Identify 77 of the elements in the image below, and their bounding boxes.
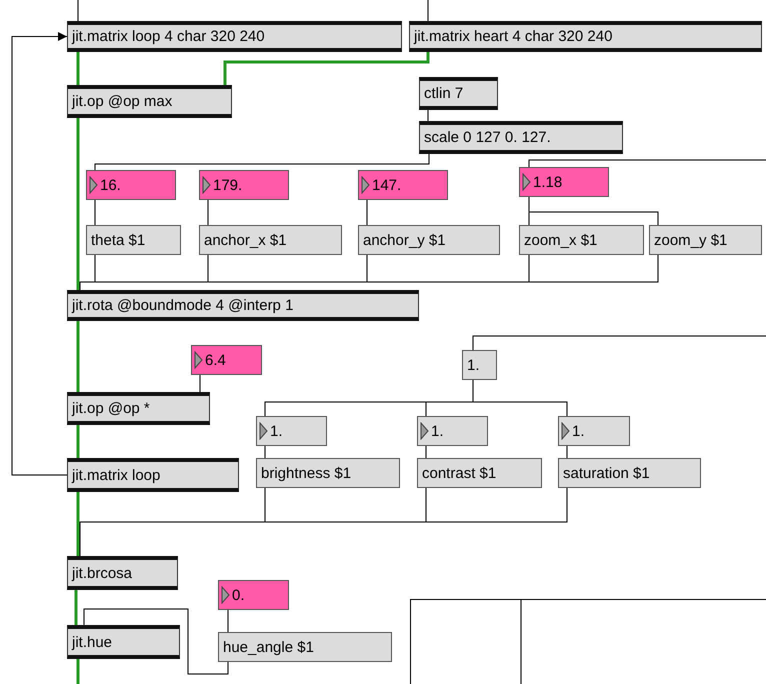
message-text: brightness $1 [261, 464, 352, 482]
object-text: jit.brcosa [72, 564, 132, 582]
message-box [519, 225, 644, 255]
message-text: theta $1 [91, 232, 146, 248]
message-text: anchor_x $1 [204, 232, 287, 248]
message-box [199, 225, 342, 255]
object-box [419, 121, 623, 154]
patch-cord [76, 52, 80, 85]
message-box [417, 458, 542, 488]
message-box [218, 632, 392, 662]
message-box [86, 225, 181, 255]
object-box [67, 458, 239, 492]
object-text: jit.op @op * [72, 400, 150, 417]
message-text: anchor_y $1 [363, 232, 446, 248]
object-text: jit.op @op max [72, 93, 172, 110]
message-box [358, 225, 500, 255]
patch-cord [84, 608, 228, 674]
number-text: 0. [232, 586, 245, 604]
object-box [409, 21, 762, 52]
empty-panel [410, 599, 766, 684]
number-text: 16. [100, 176, 121, 194]
arrow [12, 32, 68, 476]
number-text: 179. [213, 176, 242, 194]
object-text: jit.rota @boundmode 4 @interp 1 [72, 297, 294, 314]
message-text: hue_angle $1 [223, 638, 314, 656]
patch-cord [264, 446, 266, 458]
object-text: jit.matrix heart 4 char 320 240 [414, 28, 612, 45]
patch-cord [366, 200, 368, 226]
number-text: 1.18 [533, 174, 562, 190]
patch-cord [76, 321, 80, 392]
message-text: saturation $1 [563, 464, 650, 482]
patch-cord [472, 336, 766, 350]
number-box [199, 170, 289, 200]
patch-cord [94, 154, 430, 170]
message-text: zoom_x $1 [524, 232, 598, 248]
object-box [67, 625, 180, 659]
number-box [558, 416, 630, 446]
number-text: 6.4 [205, 352, 226, 368]
patch-cord [94, 200, 96, 226]
patch-cord [566, 446, 568, 458]
number-box [519, 167, 609, 197]
message-text: zoom_y $1 [654, 232, 728, 248]
patch-cord [528, 196, 658, 226]
object-text: jit.hue [72, 634, 112, 650]
number-box [218, 580, 289, 610]
number-box [191, 345, 262, 375]
message-box [649, 225, 762, 255]
number-box [417, 416, 488, 446]
object-box [67, 556, 178, 590]
number-text: 1. [270, 422, 283, 440]
number-box [86, 170, 176, 200]
object-box [67, 21, 402, 52]
number-text: 147. [372, 176, 402, 194]
number-text: 1. [572, 422, 585, 440]
object-text: scale 0 127 0. 127. [424, 129, 551, 146]
number-text: 1. [431, 422, 444, 440]
patch-cord [74, 590, 78, 625]
message-text: 1. [467, 356, 480, 374]
message-box [462, 350, 497, 380]
patch-cord [76, 425, 80, 458]
message-box [256, 458, 400, 488]
message-box [558, 458, 701, 488]
object-box [67, 85, 232, 118]
object-text: jit.matrix loop [72, 466, 160, 484]
object-box [67, 392, 210, 425]
patch-cord [76, 118, 80, 290]
patch-cord [224, 52, 430, 85]
object-box [419, 77, 498, 110]
patch-cord [528, 160, 766, 168]
patch-cord [76, 492, 80, 556]
number-box [256, 416, 327, 446]
message-text: contrast $1 [422, 464, 496, 482]
object-text: jit.matrix loop 4 char 320 240 [72, 28, 265, 45]
object-text: ctlin 7 [424, 85, 464, 102]
object-box [67, 290, 419, 321]
number-box [358, 170, 448, 200]
patch-cord [76, 659, 80, 684]
